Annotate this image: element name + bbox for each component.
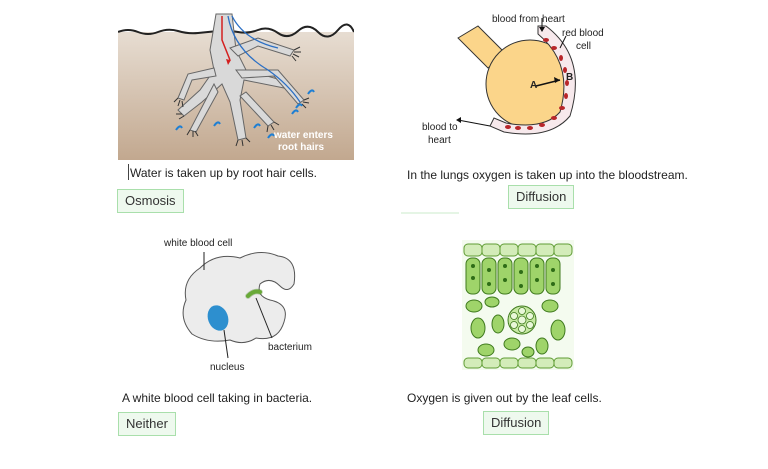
root-answer-osmosis[interactable]: Osmosis (117, 189, 184, 213)
leaf-answer-diffusion[interactable]: Diffusion (483, 411, 550, 435)
wbc-label-nucleus: nucleus (210, 362, 245, 373)
leaf-cross-section-diagram (462, 240, 574, 370)
alveolus-label-cell: cell (576, 41, 592, 52)
alveolus-label-blood-to: blood to (422, 122, 458, 133)
wbc-label-white-blood-cell: white blood cell (164, 238, 233, 249)
alveolus-illustration (456, 18, 576, 135)
leaf-illustration (462, 240, 574, 370)
wbc-answer-neither[interactable]: Neither (118, 412, 176, 436)
lungs-caption: In the lungs oxygen is taken up into the… (407, 168, 688, 182)
root-caption: Water is taken up by root hair cells. (130, 166, 317, 180)
root-label-water-enters: water enters (274, 130, 333, 141)
alveolus-diagram: blood from heart red blood cell A B bloo… (418, 8, 628, 156)
white-blood-cell-illustration (182, 252, 296, 359)
wbc-caption: A white blood cell taking in bacteria. (122, 391, 313, 405)
lungs-answer-diffusion[interactable]: Diffusion (508, 185, 575, 209)
alveolus-label-blood-from-heart: blood from heart (492, 14, 565, 25)
text-cursor (128, 164, 129, 180)
alveolus-label-heart: heart (428, 135, 451, 146)
root-hair-illustration (117, 13, 355, 160)
root-label-root-hairs: root hairs (278, 142, 325, 153)
root-hair-diagram: water enters root hairs (117, 10, 355, 160)
white-blood-cell-diagram: white blood cell bacterium nucleus (160, 234, 340, 376)
leaf-caption: Oxygen is given out by the leaf cells. (407, 391, 602, 405)
wbc-label-bacterium: bacterium (268, 342, 312, 353)
alveolus-label-b: B (566, 72, 574, 83)
alveolus-label-a: A (530, 80, 538, 91)
alveolus-label-red-blood: red blood (562, 28, 604, 39)
faint-divider (401, 212, 459, 214)
